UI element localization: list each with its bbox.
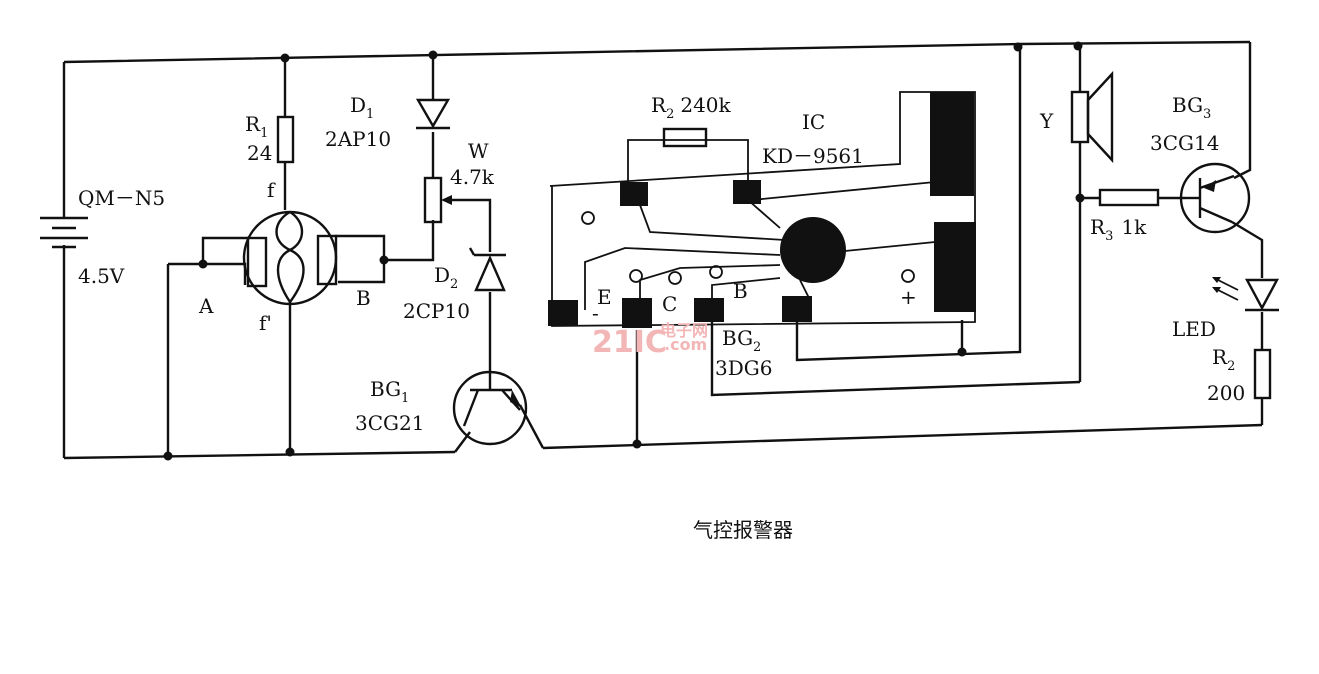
ic-part: KD－9561 (762, 144, 864, 168)
junction-dots (163, 41, 1085, 461)
bg1-part: 3CG21 (355, 411, 424, 435)
d1-diode (415, 98, 451, 130)
r3-resistor (1098, 188, 1160, 207)
bg1-name: BG1 (370, 377, 409, 406)
battery-voltage: 4.5V (78, 264, 125, 288)
svg-text:21IC: 21IC (592, 325, 667, 360)
d2-part: 2CP10 (403, 299, 470, 323)
led-symbol (1212, 277, 1280, 312)
ic-chip (780, 217, 846, 283)
board-c: C (662, 292, 677, 316)
bg3-transistor (1179, 162, 1251, 234)
svg-text:.com: .com (664, 335, 707, 354)
d1-name: D1 (350, 93, 374, 122)
r2-200-value: 200 (1207, 381, 1245, 405)
r2-200-resistor (1253, 348, 1272, 400)
watermark-logo: 21IC 电子网 .com (592, 321, 708, 360)
r1-name: R1 (245, 112, 268, 141)
r1-resistor (276, 115, 295, 164)
sensor-pin-a: A (198, 294, 214, 318)
d2-name: D2 (434, 263, 458, 292)
battery-symbol (40, 216, 88, 249)
battery-name: QM－N5 (78, 186, 165, 210)
gas-sensor (242, 210, 338, 306)
w-name: W (468, 139, 489, 163)
sensor-pin-f-prime: f' (259, 311, 272, 335)
diagram-caption: 气控报警器 (693, 518, 793, 542)
svg-text:电子网: 电子网 (660, 321, 708, 340)
w-value: 4.7k (450, 165, 495, 189)
ic-name: IC (802, 110, 825, 134)
speaker-name: Y (1039, 109, 1054, 133)
r2-240k-resistor (662, 127, 708, 148)
sensor-pin-f: f (267, 178, 276, 202)
bg1-transistor (452, 370, 528, 446)
speaker-symbol (1070, 70, 1114, 164)
sensor-pin-b: B (356, 286, 371, 310)
bg2-part: 3DG6 (715, 356, 772, 380)
d2-diode (468, 247, 506, 292)
d1-part: 2AP10 (325, 127, 391, 151)
bg3-part: 3CG14 (1150, 131, 1219, 155)
board-plus: + (900, 285, 917, 309)
board-minus: - (592, 301, 599, 325)
w-potentiometer (423, 176, 452, 224)
bg3-name: BG3 (1172, 93, 1211, 122)
board-e: E (597, 285, 612, 309)
r1-value: 24 (247, 141, 272, 165)
bg2-name: BG2 (722, 326, 761, 355)
board-b: B (733, 279, 748, 303)
ic-board (548, 91, 976, 328)
led-name: LED (1172, 317, 1216, 341)
r2-200-name: R2 (1212, 345, 1235, 374)
